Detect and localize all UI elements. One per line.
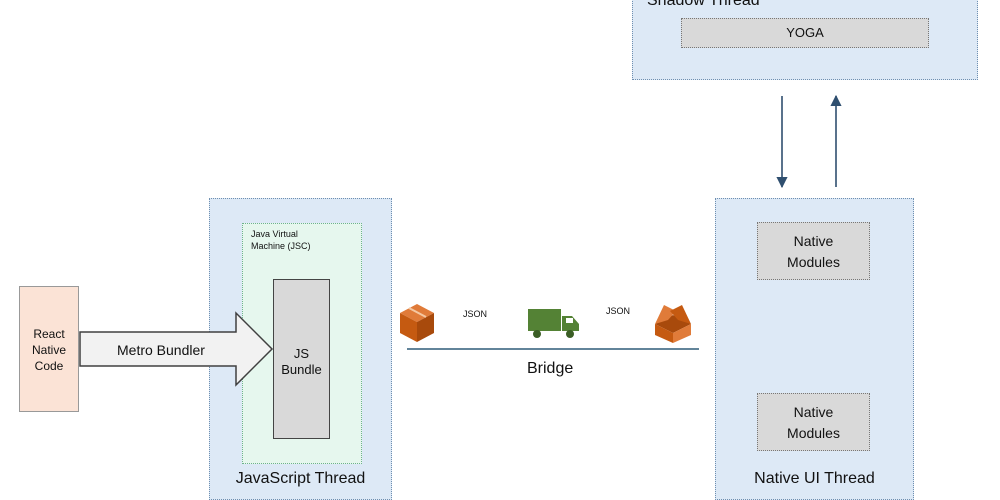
javascript-thread-title: JavaScript Thread xyxy=(235,470,366,487)
native-modules-top-line-2: Modules xyxy=(787,254,840,270)
react-native-code-line-1: React xyxy=(33,327,65,341)
native-modules-bottom-box xyxy=(757,393,870,451)
js-bundle-line-2: Bundle xyxy=(281,362,322,377)
metro-bundler-arrow xyxy=(79,311,274,387)
jvm-label-line-1: Java Virtual xyxy=(251,229,298,239)
js-bundle-box xyxy=(273,279,330,439)
metro-bundler-label: Metro Bundler xyxy=(117,342,205,358)
native-modules-top-line-1: Native xyxy=(793,233,834,249)
react-native-code-box xyxy=(19,286,79,412)
react-native-code-line-3: Code xyxy=(34,359,64,373)
react-native-code-line-2: Native xyxy=(31,343,66,357)
yoga-box xyxy=(681,18,929,48)
package-right-icon xyxy=(655,305,691,343)
package-left-icon xyxy=(400,304,434,342)
shadow-thread-title: Shadow Thread xyxy=(647,0,760,9)
native-ui-thread-title: Native UI Thread xyxy=(754,470,875,487)
yoga-label: YOGA xyxy=(786,25,824,40)
native-modules-top-box xyxy=(757,222,870,280)
json-label-right: JSON xyxy=(606,306,631,316)
jvm-label-line-2: Machine (JSC) xyxy=(251,241,311,251)
json-label-left: JSON xyxy=(463,309,488,319)
bridge-label: Bridge xyxy=(527,360,574,377)
native-modules-bottom-line-2: Modules xyxy=(787,425,840,441)
native-modules-bottom-line-1: Native xyxy=(793,404,834,420)
js-bundle-line-1: JS xyxy=(293,346,310,361)
truck-icon xyxy=(528,309,579,338)
